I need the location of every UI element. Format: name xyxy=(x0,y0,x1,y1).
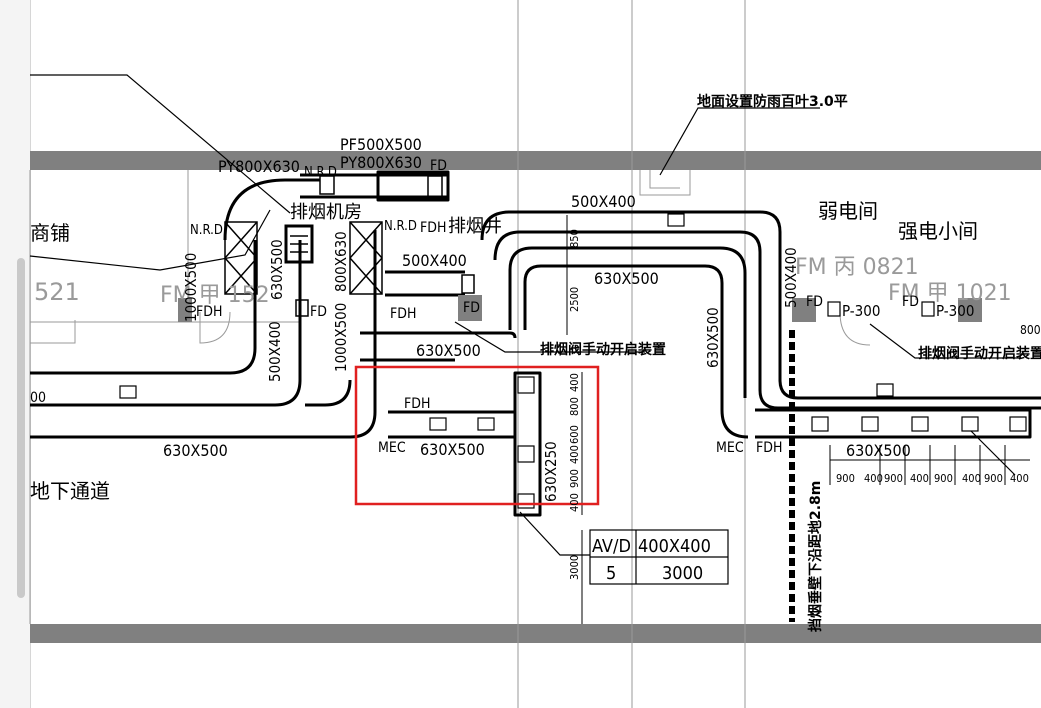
equipment-label: PF500X500 xyxy=(340,135,422,154)
room-name: 弱电间 xyxy=(818,199,878,223)
equipment-label: P-300 xyxy=(842,302,880,320)
duct-size: 500X400 xyxy=(266,321,284,382)
equipment-label: FDH xyxy=(756,440,782,456)
note: 排烟阀手动开启装置 xyxy=(918,345,1041,362)
equipment-label: P-300 xyxy=(936,302,974,320)
dimension-text: 800 xyxy=(568,397,581,416)
dimension-text: 400 xyxy=(962,472,981,485)
equipment-label: PY800X630 xyxy=(340,153,422,172)
equipment-label: FDH xyxy=(196,304,222,320)
equipment-label: N.R.D xyxy=(384,219,417,234)
duct-size: 800X630 xyxy=(332,231,350,292)
dimension-text: 400 xyxy=(568,445,581,464)
duct-size: 630X250 xyxy=(542,441,560,502)
av-table-value: 5 xyxy=(606,563,616,584)
dimension-text: 850 xyxy=(568,229,581,248)
dimension-text: 600 xyxy=(568,425,581,444)
wall-top xyxy=(30,151,1041,170)
duct-size: 1000X500 xyxy=(332,303,350,372)
av-table xyxy=(589,529,729,585)
dimension-text: 400 xyxy=(568,373,581,392)
duct-size: 630X500 xyxy=(268,239,286,300)
room-name: 排烟机房 xyxy=(290,202,362,223)
wall-bottom xyxy=(30,624,1041,643)
fan-units xyxy=(224,175,475,317)
room-name: 商铺 xyxy=(30,221,70,245)
duct-size: 500X400 xyxy=(571,192,636,211)
fm-door-label: FM 甲 1021 xyxy=(888,281,1012,306)
dimension-text: 900 xyxy=(884,472,903,485)
dimension-text: 400 xyxy=(1010,472,1029,485)
damper-block xyxy=(958,298,982,322)
duct-size: 630X500 xyxy=(163,441,228,460)
diffusers xyxy=(119,213,1027,509)
duct-network xyxy=(30,170,1041,517)
equipment-label: FD xyxy=(310,304,327,320)
dimension-text: 00 xyxy=(30,390,46,406)
av-table-header: 400X400 xyxy=(638,536,711,557)
room-name: 强电小间 xyxy=(898,219,978,243)
duct-size: 630X500 xyxy=(704,307,722,368)
dimension-text: 900 xyxy=(934,472,953,485)
room-name: 地下通道 xyxy=(30,479,110,503)
dimension-text: 400 xyxy=(910,472,929,485)
equipment-label: FD xyxy=(902,294,919,310)
vertical-scrollbar[interactable] xyxy=(17,258,25,598)
duct-size: 630X500 xyxy=(594,269,659,288)
equipment-label: FD xyxy=(463,300,480,316)
note: 排烟阀手动开启装置 xyxy=(540,341,666,358)
dimension-text: 800 xyxy=(1020,323,1041,337)
dimension-text: 400 xyxy=(568,493,581,512)
equipment-label: FDH xyxy=(390,306,416,322)
equipment-label: PY800X630 xyxy=(218,157,300,176)
duct-size: 630X500 xyxy=(846,441,911,460)
dimension-text: 3000 xyxy=(568,555,581,580)
duct-size: 500X400 xyxy=(402,251,467,270)
equipment-label: MEC xyxy=(378,440,406,456)
dimension-text: 400 xyxy=(864,472,883,485)
duct-size: 630X500 xyxy=(420,440,485,459)
duct-size: 1000X500 xyxy=(182,253,200,322)
equipment-label: FD xyxy=(806,294,823,310)
dimension-text: 900 xyxy=(568,469,581,488)
duct-size: 500X400 xyxy=(782,247,800,308)
av-table-header: AV/D xyxy=(592,536,631,557)
av-table-value: 3000 xyxy=(662,563,703,584)
damper-block xyxy=(178,298,192,322)
dimension-lines xyxy=(566,215,1030,624)
dimension-text: 900 xyxy=(836,472,855,485)
equipment-label: FDH xyxy=(404,396,430,412)
duct-size: 630X500 xyxy=(416,341,481,360)
equipment-label: N.R.D xyxy=(190,223,223,238)
equipment-label: MEC xyxy=(716,440,744,456)
damper-block xyxy=(792,298,816,322)
equipment-label: FDH xyxy=(420,220,446,236)
damper-block xyxy=(458,295,482,321)
room-number: 521 xyxy=(34,278,80,306)
equipment-label: N.R.D xyxy=(304,165,337,180)
note: 挡烟垂壁下沿距地2.8m xyxy=(807,481,824,632)
fm-door-label: FM 丙 0821 xyxy=(795,255,919,280)
room-name: 排烟井 xyxy=(448,216,502,237)
equipment-label: FD xyxy=(430,158,447,174)
note: 地面设置防雨百叶3.0平 xyxy=(697,93,848,110)
dimension-text: 900 xyxy=(984,472,1003,485)
selection-highlight[interactable] xyxy=(354,365,600,506)
dimension-text: 2500 xyxy=(568,287,581,312)
fm-door-label: FM 甲 152 xyxy=(160,283,270,308)
